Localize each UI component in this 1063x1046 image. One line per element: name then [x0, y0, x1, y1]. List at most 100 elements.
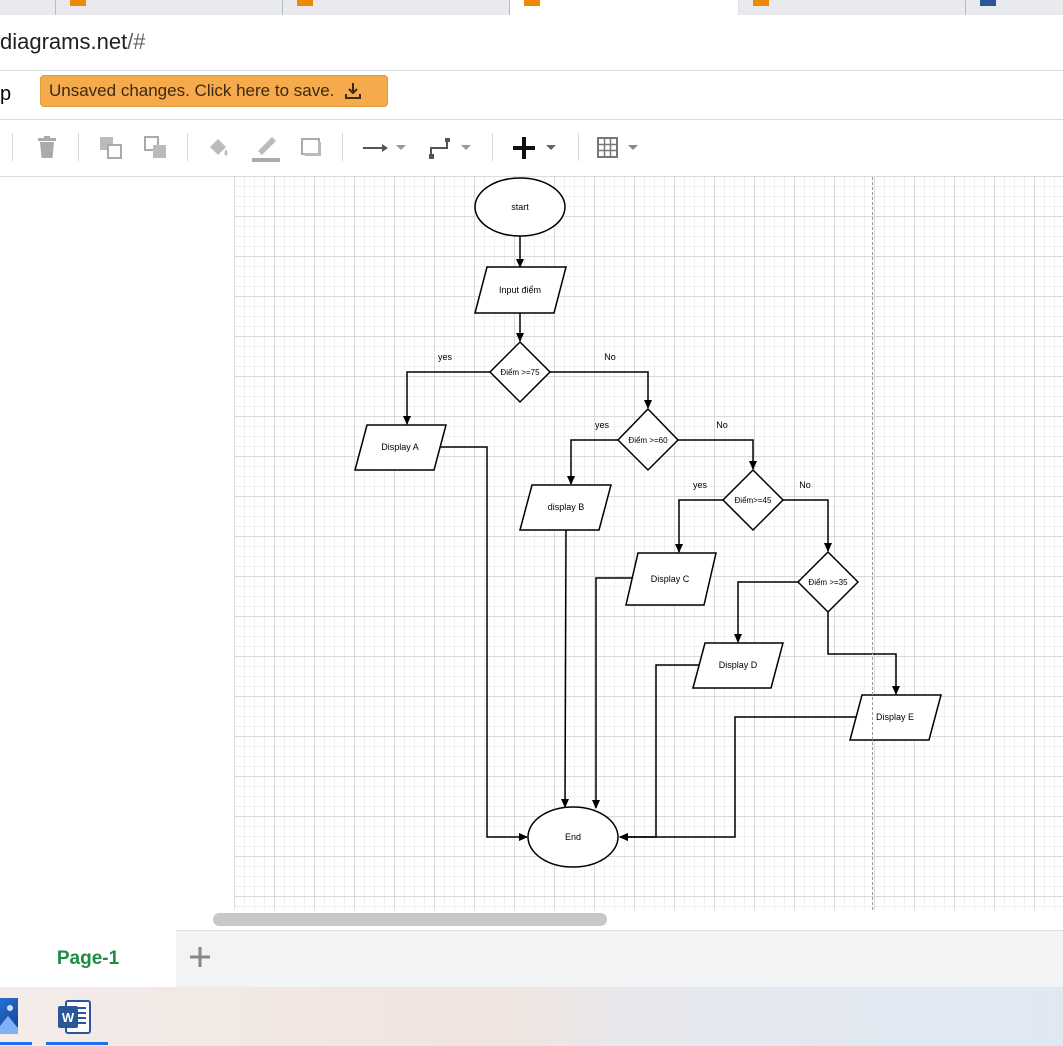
waypoints-icon	[429, 138, 471, 159]
edge-label-yes: yes	[438, 352, 453, 362]
running-indicator	[46, 1042, 108, 1045]
edge-label-no: No	[799, 480, 811, 490]
edge-label-yes: yes	[595, 420, 610, 430]
unsaved-changes-save-button[interactable]: Unsaved changes. Click here to save.	[40, 75, 388, 107]
edge-dec4-yes[interactable]	[734, 581, 798, 643]
edge-dispE-end[interactable]	[619, 716, 858, 841]
table-button[interactable]	[596, 135, 646, 166]
edge-dec3-yes[interactable]	[675, 499, 723, 553]
page-boundary	[872, 177, 873, 910]
url-path: /#	[127, 29, 146, 54]
os-taskbar	[0, 987, 1063, 1046]
toolbar-separator	[187, 133, 188, 161]
connection-style-button[interactable]	[360, 138, 410, 163]
line-color-icon	[252, 137, 280, 162]
browser-tab[interactable]	[0, 0, 56, 15]
toolbar-separator	[492, 133, 493, 161]
shadow-button[interactable]	[299, 136, 325, 165]
download-icon	[345, 83, 362, 99]
browser-tab-active[interactable]	[510, 0, 738, 15]
horizontal-scrollbar[interactable]	[213, 913, 607, 926]
display-b-label: display B	[548, 502, 585, 512]
delete-button[interactable]	[36, 135, 58, 164]
word-app-icon[interactable]: W	[52, 999, 94, 1035]
decision-node-3[interactable]	[721, 468, 785, 532]
drawio-favicon-icon	[297, 0, 313, 6]
edge-dec1-yes[interactable]	[403, 371, 490, 425]
start-node[interactable]	[474, 177, 566, 237]
menu-item-help-partial[interactable]: p	[0, 83, 12, 105]
edge-dispB-end[interactable]	[561, 529, 570, 808]
edge-dec2-no[interactable]	[678, 439, 757, 470]
decision-1-label: Điểm >=75	[500, 368, 540, 377]
toolbar-separator	[78, 133, 79, 161]
end-label: End	[565, 832, 581, 842]
edge-dec1-no[interactable]	[550, 371, 652, 409]
diagram-canvas[interactable]: start Input điểm Điểm >=75 Điểm >=60 Điể…	[235, 177, 1063, 910]
address-bar[interactable]	[0, 15, 1063, 71]
display-a-label: Display A	[381, 442, 419, 452]
running-indicator	[0, 1042, 32, 1045]
delete-icon	[38, 136, 56, 158]
browser-tab[interactable]	[966, 0, 1063, 15]
edge-dec3-no[interactable]	[783, 499, 832, 552]
shapes-sidebar	[0, 177, 235, 929]
drawio-favicon-icon	[753, 0, 769, 6]
save-banner-label: Unsaved changes. Click here to save.	[49, 81, 335, 100]
drawio-favicon-icon	[70, 0, 86, 6]
decision-node-1[interactable]	[488, 340, 552, 404]
browser-tab[interactable]	[739, 0, 966, 15]
fill-color-icon	[210, 139, 228, 156]
browser-tab[interactable]	[283, 0, 510, 15]
page-tab-label: Page-1	[56, 947, 120, 969]
edge-dispA-end[interactable]	[436, 446, 528, 841]
end-node[interactable]	[527, 806, 619, 868]
decision-node-2[interactable]	[616, 407, 680, 472]
edge-dec4-no[interactable]	[827, 612, 900, 695]
toolbar-separator	[342, 133, 343, 161]
decision-4-label: Điểm >=35	[808, 578, 848, 587]
browser-tab[interactable]	[56, 0, 283, 15]
add-page-button[interactable]	[185, 942, 215, 972]
browser-tab-strip	[0, 0, 1063, 15]
plus-icon	[190, 947, 210, 967]
toolbar-separator	[578, 133, 579, 161]
edge-dispD-end[interactable]	[619, 664, 702, 841]
edge-dispC-end[interactable]	[592, 577, 634, 809]
line-color-button[interactable]	[250, 133, 282, 168]
display-e-label: Display E	[876, 712, 914, 722]
display-c-node[interactable]	[625, 552, 717, 606]
fill-color-button[interactable]	[206, 135, 234, 166]
url-text[interactable]: diagrams.net/#	[0, 29, 146, 55]
edge-label-yes: yes	[693, 480, 708, 490]
input-label: Input điểm	[499, 285, 541, 295]
decision-3-label: Điểm>=45	[735, 496, 772, 505]
toolbar-separator	[12, 133, 13, 161]
insert-plus-icon	[513, 137, 556, 159]
decision-node-4[interactable]	[796, 550, 860, 614]
svg-text:W: W	[62, 1010, 75, 1025]
photos-app-icon[interactable]	[0, 998, 18, 1034]
drawio-favicon-icon	[524, 0, 540, 6]
shadow-icon	[301, 138, 321, 156]
to-front-button[interactable]	[98, 135, 124, 166]
word-icon: W	[58, 1000, 91, 1034]
photos-glyph-icon	[0, 1005, 18, 1034]
display-a-node[interactable]	[354, 424, 447, 471]
flowchart: start Input điểm Điểm >=75 Điểm >=60 Điể…	[354, 177, 942, 868]
page-tab-bar	[0, 930, 1063, 988]
to-front-icon	[100, 137, 122, 159]
edge-dec2-yes[interactable]	[567, 439, 618, 485]
display-d-node[interactable]	[692, 642, 784, 689]
edge-label-no: No	[716, 420, 728, 430]
decision-2-label: Điểm >=60	[628, 436, 668, 445]
connection-arrow-icon	[363, 144, 406, 152]
page-tab[interactable]: Page-1	[0, 930, 176, 987]
waypoints-button[interactable]	[427, 136, 477, 165]
input-node[interactable]	[474, 266, 567, 314]
url-host: diagrams.net	[0, 29, 128, 54]
to-back-button[interactable]	[143, 135, 169, 166]
insert-button[interactable]	[512, 135, 562, 166]
display-b-node[interactable]	[519, 484, 612, 531]
to-back-icon	[144, 136, 166, 158]
